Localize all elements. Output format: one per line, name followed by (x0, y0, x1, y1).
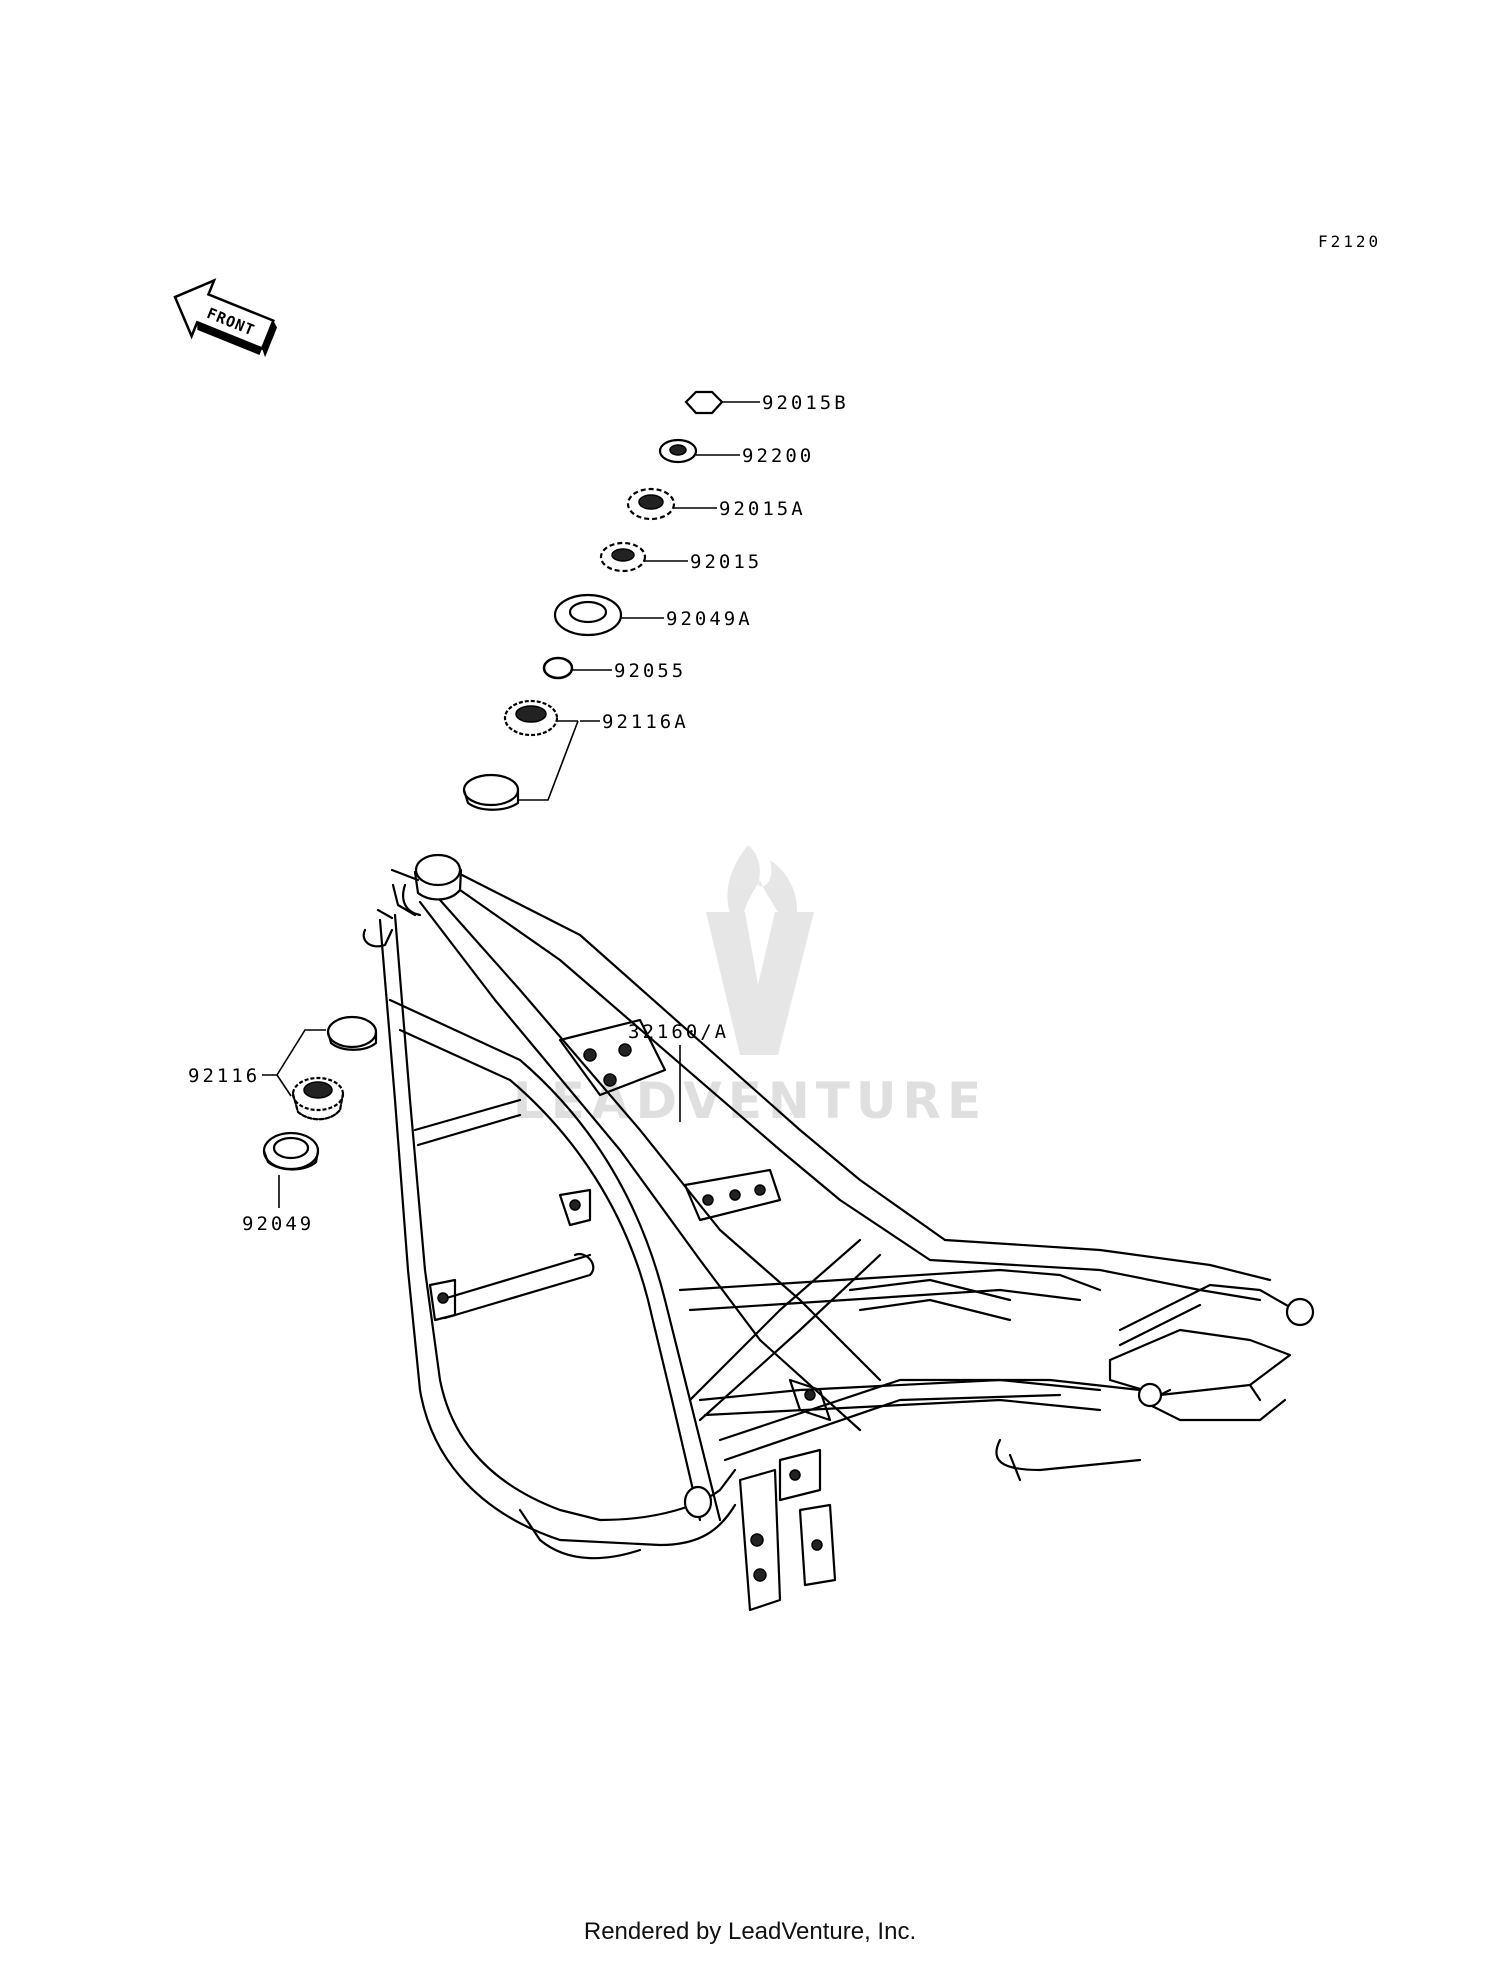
label-92049A: 92049A (666, 608, 753, 630)
footer-credit: Rendered by LeadVenture, Inc. (583, 1918, 917, 1945)
label-92200: 92200 (742, 445, 814, 467)
part-92015B[interactable]: 92015B (684, 390, 849, 415)
label-92116A: 92116A (602, 711, 689, 733)
front-arrow-icon: FRONT (173, 278, 278, 358)
part-92116A[interactable]: 92116A (462, 699, 689, 811)
watermark: LEADVENTURE (513, 845, 987, 1130)
label-92015: 92015 (690, 551, 762, 573)
part-92015[interactable]: 92015 (599, 541, 762, 573)
part-92015A[interactable]: 92015A (626, 487, 806, 521)
part-92116[interactable]: 92116 (188, 1015, 378, 1121)
diagram-code: F2120 (1318, 232, 1381, 251)
label-92049: 92049 (242, 1213, 314, 1235)
label-92015A: 92015A (719, 498, 806, 520)
label-92116: 92116 (188, 1065, 260, 1087)
label-32160A: 32160/A (628, 1021, 729, 1043)
motorcycle-frame[interactable] (362, 853, 1315, 1612)
watermark-text: LEADVENTURE (513, 1072, 987, 1130)
label-92015B: 92015B (762, 392, 849, 414)
part-92055[interactable]: 92055 (542, 656, 686, 682)
part-32160A[interactable]: 32160/A (628, 1021, 729, 1122)
part-92200[interactable]: 92200 (658, 438, 814, 467)
part-92049A[interactable]: 92049A (553, 593, 753, 637)
part-92049[interactable]: 92049 (242, 1131, 320, 1235)
label-92055: 92055 (614, 660, 686, 682)
